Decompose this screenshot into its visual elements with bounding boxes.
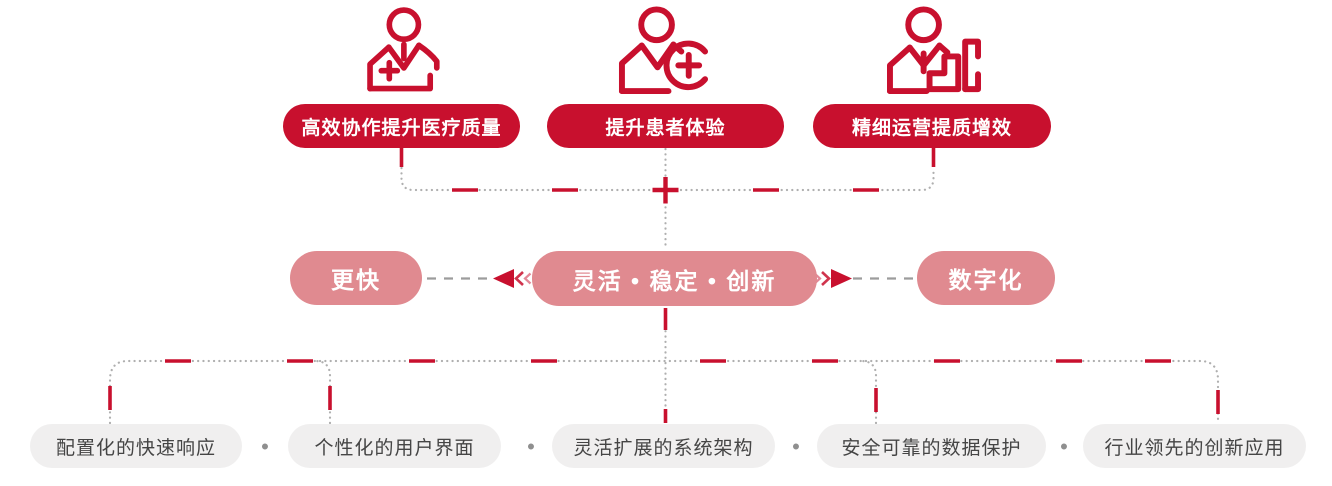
value-node-digital: 数字化	[917, 251, 1055, 305]
patient-plus-icon	[612, 4, 716, 98]
right-arrow-icon	[813, 269, 914, 288]
separator-dot-icon: •	[1060, 433, 1068, 459]
value-node-faster: 更快	[290, 251, 422, 305]
feature-pill-scalable-architecture: 灵活扩展的系统架构	[552, 424, 775, 468]
benefit-label-patient-experience: 提升患者体验	[547, 104, 784, 148]
separator-dot-icon: •	[527, 433, 535, 459]
benefit-label-collaboration: 高效协作提升医疗质量	[283, 104, 520, 148]
feature-pill-personalized-ui: 个性化的用户界面	[288, 424, 501, 468]
top-connector	[399, 146, 936, 251]
plus-crossing-icon	[652, 177, 679, 204]
person-chart-icon	[882, 4, 986, 98]
feature-pill-data-protection: 安全可靠的数据保护	[817, 424, 1046, 468]
left-arrow-icon	[427, 269, 532, 288]
value-node-core: 灵活 • 稳定 • 创新	[532, 251, 817, 306]
feature-pill-configurable-response: 配置化的快速响应	[30, 424, 242, 468]
bottom-connector	[108, 308, 1220, 425]
separator-dot-icon: •	[261, 433, 269, 459]
separator-dot-icon: •	[792, 433, 800, 459]
benefit-label-operations: 精细运营提质增效	[813, 104, 1051, 148]
feature-pill-innovative-applications: 行业领先的创新应用	[1083, 424, 1306, 468]
doctor-plus-icon	[355, 4, 449, 98]
